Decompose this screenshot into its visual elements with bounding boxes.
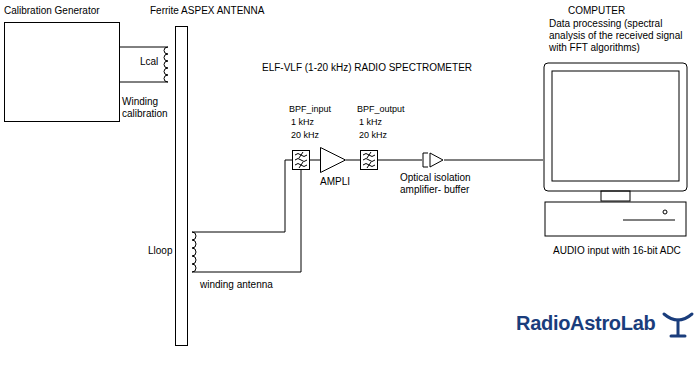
coil-name: Lloop — [148, 245, 172, 257]
node-text: 20 kHz — [291, 129, 319, 141]
opto-triangle — [430, 153, 443, 167]
bandpass-filter-outline — [292, 150, 310, 170]
filter-wave — [295, 159, 307, 162]
coil-name: Lcal — [140, 56, 158, 68]
monitor-neck — [601, 191, 630, 201]
loop-wire — [192, 160, 292, 232]
filter-box — [293, 151, 310, 170]
drive-slot — [623, 220, 675, 221]
node-text: Calibration Generator — [4, 5, 100, 17]
power-knob — [663, 210, 667, 214]
bandpass-filter-outline — [360, 150, 378, 170]
optical-buffer-outline — [422, 152, 444, 168]
computer-monitor-outline — [543, 62, 688, 240]
node-text: 1 kHz — [291, 116, 314, 128]
amp-triangle — [321, 148, 346, 173]
signal-wire — [444, 160, 543, 161]
signal-wire — [310, 160, 320, 161]
generator-box-outline — [4, 22, 120, 122]
monitor-frame — [544, 63, 687, 191]
amplifier-triangle-outline — [320, 147, 346, 173]
filter-box — [361, 151, 378, 170]
outline-rect — [5, 23, 120, 122]
ferrite-antenna: Ferrite ASPEX ANTENNA — [175, 26, 188, 346]
optical-buffer: Optical isolation amplifier- buffer — [422, 152, 444, 168]
loop-wire — [192, 170, 301, 272]
node-text: BPF_input — [289, 103, 331, 115]
outline-rect — [176, 27, 188, 346]
node-text: COMPUTER — [568, 5, 625, 17]
winding-note: winding antenna — [200, 279, 273, 291]
amplifier-triangle: AMPLI — [320, 147, 346, 173]
signal-wire — [378, 160, 422, 161]
monitor-screen — [552, 71, 679, 181]
filter-slash — [367, 152, 371, 168]
calibration-wire — [120, 47, 168, 82]
node-text: AUDIO input with 16-bit ADC — [553, 245, 681, 257]
node-text: Optical isolation amplifier- buffer — [400, 172, 488, 196]
generator-box: Calibration Generator — [4, 22, 120, 122]
opto-bracket — [423, 153, 428, 167]
filter-wave — [363, 159, 375, 162]
signal-wire — [346, 160, 360, 161]
bandpass-filter: BPF_input1 kHz20 kHz — [292, 150, 310, 170]
node-text: BPF_output — [357, 103, 405, 115]
computer-base — [545, 202, 686, 236]
section-title: ELF-VLF (1-20 kHz) RADIO SPECTROMETER — [262, 62, 472, 74]
filter-slash — [299, 152, 303, 168]
ferrite-antenna-outline — [175, 26, 188, 346]
node-text: 1 kHz — [359, 116, 382, 128]
computer-monitor: COMPUTERData processing (spectral analys… — [543, 62, 688, 240]
winding-note: Winding calibration — [122, 96, 178, 120]
brand-logo: RadioAstroLab — [516, 312, 655, 334]
node-text: AMPLI — [320, 176, 350, 188]
node-text: Data processing (spectral analysis of th… — [549, 18, 689, 54]
node-text: Ferrite ASPEX ANTENNA — [150, 5, 264, 17]
logo-mast — [671, 320, 685, 336]
loop-coil — [192, 232, 196, 272]
bandpass-filter: BPF_output1 kHz20 kHz — [360, 150, 378, 170]
node-text: 20 kHz — [359, 129, 387, 141]
